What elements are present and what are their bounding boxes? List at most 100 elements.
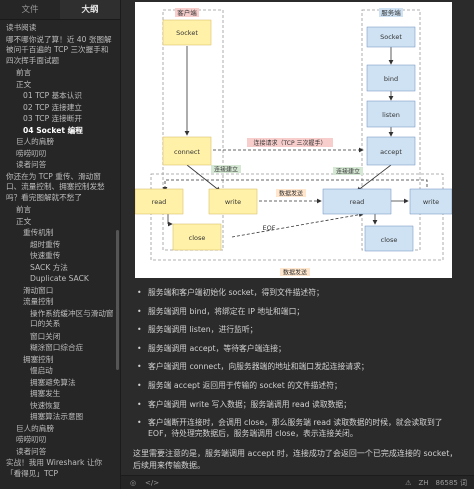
outline-item[interactable]: 02 TCP 连接建立 [23, 102, 82, 112]
node-client-write-label: write [225, 198, 241, 206]
sidebar-scrollbar[interactable] [116, 230, 119, 370]
list-item: 服务端调用 accept，等待客户端连接； [133, 343, 463, 354]
node-client-socket-label: Socket [176, 29, 198, 37]
list-item: 客户端调用 write 写入数据；服务端调用 read 读取数据； [133, 399, 463, 410]
node-listen-label: listen [382, 111, 400, 119]
outline-item[interactable]: 04 Socket 编程 [23, 125, 83, 135]
connect-request-label: 连接请求（TCP 三次握手） [253, 139, 326, 147]
outline-item[interactable]: 实战！我用 Wireshark 让你「看得见」TCP [6, 458, 103, 478]
tab-files[interactable]: 文件 [21, 5, 39, 15]
body-paragraph: 这里需要注意的是，服务端调用 accept 时，连接成功了会返回一个已完成连接的… [133, 449, 458, 470]
node-client-socket [162, 19, 212, 46]
node-server-read-label: read [350, 198, 365, 206]
outline-item[interactable]: 前言 [16, 205, 32, 214]
node-server-write-label: write [423, 198, 439, 206]
server-label-bg [379, 8, 403, 17]
node-client-close [172, 223, 222, 251]
outline-item[interactable]: 操作系统缓冲区与滑动窗口的关系 [30, 308, 114, 329]
outline-item[interactable]: 巨人的肩膀 [16, 423, 54, 433]
outline-item[interactable]: 窗口关闭 [30, 331, 61, 341]
list-item: 服务端 accept 返回用于传输的 socket 的文件描述符； [133, 380, 463, 391]
outline-item[interactable]: 巨人的肩膀 [16, 137, 54, 146]
sidebar: 文件 大纲 读书阅读哪不哪你说了算！近 40 张图解被问千百遍的 TCP 三次握… [0, 0, 121, 489]
list-item: 服务端调用 listen，进行监听； [133, 324, 463, 335]
outline-item[interactable]: 拥塞控制 [23, 354, 54, 364]
node-connect-label: connect [174, 148, 200, 156]
node-server-socket-label: Socket [380, 33, 402, 41]
outline-item[interactable]: 快速恢复 [30, 400, 61, 410]
outline-item[interactable]: 读者问答 [16, 160, 47, 169]
list-item: 客户端断开连接时，会调用 close，那么服务端 read 读取数据的时候，就会… [133, 417, 463, 439]
conn-est-server-label: 连接建立 [336, 168, 360, 176]
node-listen [366, 100, 416, 128]
node-client-read-label: read [152, 198, 167, 206]
outline-item[interactable]: Duplicate SACK [30, 274, 89, 283]
list-item: 客户端调用 connect，向服务器端的地址和端口发起连接请求； [133, 361, 463, 372]
outline-item[interactable]: 唠唠叨叨 [16, 435, 47, 444]
node-bind-label: bind [384, 75, 398, 83]
client-label-bg [175, 8, 199, 17]
outline-item[interactable]: 前言 [16, 68, 32, 77]
outline-item[interactable]: 正文 [16, 216, 32, 226]
status-bar: ◎ </> ⚠ ZH 86585 词 [121, 475, 474, 489]
send-data-top-bg [276, 189, 306, 197]
outline-item[interactable]: 03 TCP 连接断开 [23, 114, 82, 123]
language-indicator[interactable]: ZH [418, 478, 429, 487]
outline-item[interactable]: 读书阅读 [6, 23, 37, 32]
node-client-close-label: close [189, 234, 206, 242]
outline-item[interactable]: 重传机制 [23, 228, 54, 237]
outline-item[interactable]: 拥塞算法示意图 [30, 412, 84, 421]
server-label: 服务端 [381, 8, 401, 17]
outline-item[interactable]: 唠唠叨叨 [16, 148, 47, 158]
outline-item[interactable]: 滑动窗口 [23, 285, 54, 295]
main-scrollbar[interactable] [470, 0, 474, 472]
source-code-icon[interactable]: </> [145, 478, 160, 487]
document-view: 客户端 服务端 连接请求（TCP 三次握手） 连接建立 连接建立 [121, 0, 474, 472]
steps-list: 服务端和客户端初始化 socket，得到文件描述符； 服务端调用 bind，将绑… [133, 287, 463, 445]
node-connect [162, 136, 212, 166]
conn-est-client-bg [211, 165, 241, 173]
diagram-svg: 客户端 服务端 连接请求（TCP 三次握手） 连接建立 连接建立 [135, 8, 452, 277]
sidebar-toggle-icon[interactable]: ◎ [129, 478, 137, 487]
data-frame [150, 173, 444, 261]
send-data-bottom-label: 数据发送 [283, 269, 307, 277]
warning-icon[interactable]: ⚠ [405, 478, 412, 487]
outline-item[interactable]: 快速重传 [30, 251, 61, 260]
outline-item[interactable]: 你还在为 TCP 重传、滑动窗口、流量控制、拥塞控制发愁吗？看完图解就不愁了 [6, 171, 105, 202]
node-bind [366, 64, 416, 92]
node-client-write [208, 188, 258, 215]
node-accept-label: accept [380, 148, 402, 156]
list-item: 服务端和客户端初始化 socket，得到文件描述符； [133, 287, 463, 298]
outline-item[interactable]: 慢启动 [30, 366, 53, 375]
outline-item[interactable]: 哪不哪你说了算！近 40 张图解被问千百遍的 TCP 三次握手和四次挥手面试题 [6, 34, 112, 65]
outline-item[interactable]: 01 TCP 基本认识 [23, 91, 82, 100]
eof-label: EOF [263, 224, 276, 232]
send-data-bottom-bg [280, 268, 310, 276]
connect-request-label-bg [247, 138, 333, 147]
send-data-top-label: 数据发送 [279, 190, 303, 198]
outline-item[interactable]: 拥塞发生 [30, 389, 61, 398]
outline-item[interactable]: 超时重传 [30, 239, 61, 249]
outline-item[interactable]: 拥塞避免算法 [30, 377, 76, 387]
outline-item[interactable]: 流量控制 [23, 297, 54, 306]
node-server-close-label: close [381, 236, 398, 244]
outline-item[interactable]: 糊涂窗口综合症 [30, 343, 84, 352]
tab-outline[interactable]: 大纲 [60, 0, 120, 19]
node-client-read [135, 188, 184, 215]
conn-est-server-bg [333, 167, 363, 175]
outline-item[interactable]: 读者问答 [16, 446, 47, 456]
client-label: 客户端 [177, 8, 197, 17]
node-server-socket [366, 26, 416, 48]
conn-est-client-label: 连接建立 [214, 166, 238, 174]
node-server-read [322, 188, 392, 215]
outline-list: 读书阅读哪不哪你说了算！近 40 张图解被问千百遍的 TCP 三次握手和四次挥手… [0, 22, 114, 489]
node-accept [366, 136, 416, 166]
word-count[interactable]: 86585 词 [435, 478, 468, 487]
node-server-close [364, 225, 414, 252]
node-server-write [409, 188, 452, 215]
socket-flow-diagram: 客户端 服务端 连接请求（TCP 三次握手） 连接建立 连接建立 [135, 2, 452, 278]
outline-item[interactable]: 正文 [16, 79, 32, 89]
outline-item[interactable]: SACK 方法 [30, 262, 68, 272]
sidebar-tabs: 文件 大纲 [0, 0, 120, 20]
list-item: 服务端调用 bind，将绑定在 IP 地址和端口； [133, 306, 463, 317]
